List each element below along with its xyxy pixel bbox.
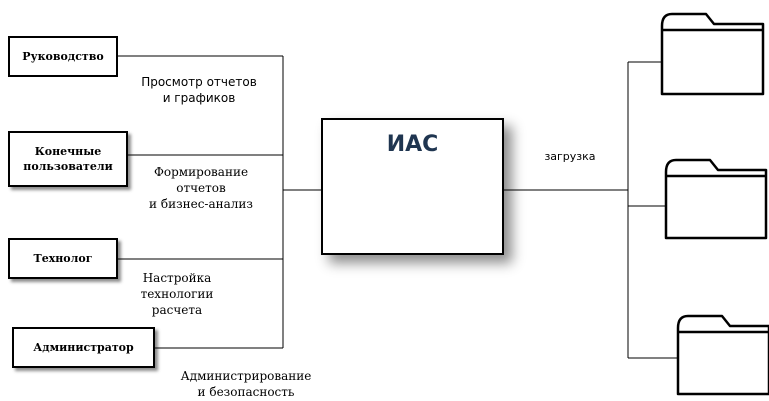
folder-icon xyxy=(676,314,769,396)
role-label: Технолог xyxy=(33,252,93,265)
role-rukovodstvo: Руководство xyxy=(8,36,118,77)
annotation-tech-setup: Настройка технологии расчета xyxy=(140,271,214,317)
role-label: Администратор xyxy=(33,341,134,354)
role-administrator: Администратор xyxy=(12,327,155,368)
ias-title: ИАС xyxy=(386,132,439,157)
role-label: Конечные пользователи xyxy=(23,145,113,173)
role-tekhnolog: Технолог xyxy=(8,238,118,279)
role-konechnye-polzovateli: Конечные пользователи xyxy=(8,131,128,187)
role-label: Руководство xyxy=(22,50,104,63)
annotation-view-reports: Просмотр отчетов и графиков xyxy=(141,75,257,105)
folder-icon xyxy=(664,158,768,240)
load-label: загрузка xyxy=(544,150,596,163)
folder-icon xyxy=(660,12,765,96)
annotation-admin-security: Администрирование и безопасность xyxy=(180,369,312,399)
ias-system-box: ИАС xyxy=(321,118,504,255)
annotation-reporting: Формирование отчетов и бизнес-анализ xyxy=(149,165,253,211)
